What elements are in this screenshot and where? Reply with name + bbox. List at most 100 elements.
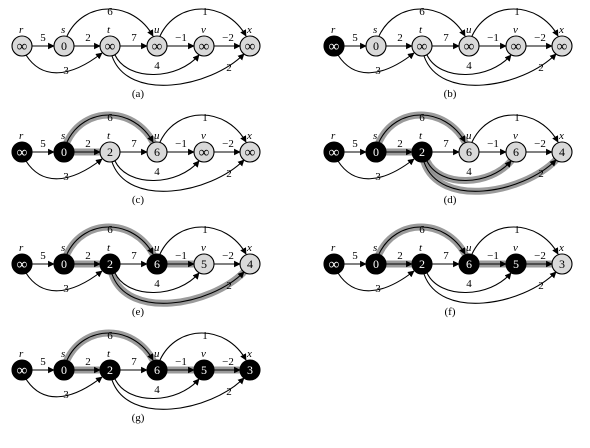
vertex-r bbox=[11, 359, 33, 381]
panel-caption: (a) bbox=[132, 88, 145, 100]
vertex-distance-u: 6 bbox=[466, 145, 472, 159]
vertex-label-x: x bbox=[558, 24, 564, 36]
vertex-label-s: s bbox=[373, 24, 377, 36]
edge-weight-uv: −1 bbox=[175, 250, 187, 262]
edge-weight-st: 2 bbox=[85, 356, 91, 368]
edge-weight-rs: 5 bbox=[352, 32, 358, 44]
edge-weight-su: 6 bbox=[419, 224, 425, 236]
vertex-u bbox=[458, 141, 480, 163]
edge-weight-rs: 5 bbox=[40, 356, 46, 368]
vertex-t bbox=[411, 35, 433, 57]
vertex-v bbox=[505, 35, 527, 57]
vertex-label-u: u bbox=[466, 24, 472, 36]
edge-weight-tu: 7 bbox=[443, 250, 449, 262]
edge-weight-rs: 5 bbox=[352, 138, 358, 150]
vertex-r bbox=[323, 141, 345, 163]
edge-weight-ux: 1 bbox=[514, 112, 520, 124]
edge-weight-uv: −1 bbox=[175, 138, 187, 150]
edge-tx bbox=[111, 271, 245, 304]
edge-weight-tx: 2 bbox=[226, 62, 232, 74]
vertex-s bbox=[53, 141, 75, 163]
vertex-label-x: x bbox=[558, 242, 564, 254]
vertex-s bbox=[365, 253, 387, 275]
vertex-label-v: v bbox=[201, 130, 206, 142]
edge-ux bbox=[471, 8, 559, 37]
edge-weight-st: 2 bbox=[397, 138, 403, 150]
edge-weight-rt: 3 bbox=[63, 65, 69, 77]
vertex-label-s: s bbox=[373, 130, 377, 142]
edge-weight-tu: 7 bbox=[443, 138, 449, 150]
edge-weight-su: 6 bbox=[419, 6, 425, 18]
vertex-s bbox=[365, 35, 387, 57]
vertex-label-x: x bbox=[558, 130, 564, 142]
vertex-v bbox=[193, 253, 215, 275]
edge-tv bbox=[426, 272, 512, 293]
vertex-distance-s: 0 bbox=[373, 145, 379, 159]
edge-weight-tx: 2 bbox=[538, 280, 544, 292]
vertex-distance-x: 3 bbox=[247, 363, 253, 377]
edge-weight-tu: 7 bbox=[131, 138, 137, 150]
edge-weight-ux: 1 bbox=[202, 6, 208, 18]
edge-tv bbox=[114, 272, 200, 293]
panel-caption: (c) bbox=[132, 194, 145, 206]
edge-weight-tu: 7 bbox=[443, 32, 449, 44]
vertex-distance-v: ∞ bbox=[199, 145, 210, 161]
edge-weight-su: 6 bbox=[107, 6, 113, 18]
edge-weight-rt: 3 bbox=[375, 65, 381, 77]
edge-su bbox=[378, 226, 466, 255]
edge-weight-su: 6 bbox=[107, 330, 113, 342]
panel-caption: (f) bbox=[445, 306, 456, 318]
vertex-label-r: r bbox=[19, 242, 24, 254]
vertex-label-v: v bbox=[201, 348, 206, 360]
edge-weight-uv: −1 bbox=[487, 32, 499, 44]
edge-tx bbox=[111, 159, 245, 192]
vertex-t bbox=[411, 141, 433, 163]
vertex-distance-v: 5 bbox=[201, 363, 207, 377]
vertex-t bbox=[99, 359, 121, 381]
edge-weight-rt: 3 bbox=[375, 283, 381, 295]
edge-weight-ux: 1 bbox=[202, 330, 208, 342]
vertex-label-s: s bbox=[61, 242, 65, 254]
vertex-distance-t: 2 bbox=[107, 257, 113, 271]
edge-weight-rs: 5 bbox=[352, 250, 358, 262]
vertex-distance-r: ∞ bbox=[17, 257, 28, 273]
edge-ux bbox=[159, 226, 247, 255]
edge-weight-st: 2 bbox=[397, 250, 403, 262]
vertex-label-r: r bbox=[19, 348, 24, 360]
vertex-v bbox=[505, 253, 527, 275]
edge-weight-tu: 7 bbox=[131, 356, 137, 368]
edge-weight-tx: 2 bbox=[226, 386, 232, 398]
edge-weight-rt: 3 bbox=[63, 171, 69, 183]
edge-weight-rt: 3 bbox=[375, 171, 381, 183]
vertex-label-t: t bbox=[419, 24, 423, 36]
vertex-distance-x: ∞ bbox=[557, 39, 568, 55]
edge-weight-uv: −1 bbox=[487, 138, 499, 150]
edge-weight-tu: 7 bbox=[131, 250, 137, 262]
edge-weight-rt: 3 bbox=[63, 389, 69, 401]
vertex-distance-x: 3 bbox=[559, 257, 565, 271]
vertex-u bbox=[458, 35, 480, 57]
vertex-distance-x: ∞ bbox=[245, 145, 256, 161]
panel-caption: (b) bbox=[444, 88, 457, 100]
vertex-x bbox=[239, 253, 261, 275]
vertex-v bbox=[193, 35, 215, 57]
vertex-distance-r: ∞ bbox=[329, 257, 340, 273]
vertex-s bbox=[53, 35, 75, 57]
edge-weight-ux: 1 bbox=[514, 6, 520, 18]
edge-weight-uv: −1 bbox=[487, 250, 499, 262]
vertex-u bbox=[146, 359, 168, 381]
vertex-label-s: s bbox=[61, 130, 65, 142]
vertex-distance-r: ∞ bbox=[17, 39, 28, 55]
edge-weight-tx: 2 bbox=[226, 168, 232, 180]
edge-rt bbox=[25, 52, 103, 74]
edge-rt bbox=[337, 158, 415, 180]
vertex-label-u: u bbox=[154, 24, 160, 36]
vertex-s bbox=[53, 253, 75, 275]
edge-tv bbox=[114, 160, 200, 181]
vertex-distance-r: ∞ bbox=[329, 39, 340, 55]
edge-tv bbox=[114, 54, 200, 75]
edge-weight-tv: 4 bbox=[154, 60, 160, 72]
vertex-label-x: x bbox=[246, 242, 252, 254]
edge-tv bbox=[114, 378, 200, 399]
